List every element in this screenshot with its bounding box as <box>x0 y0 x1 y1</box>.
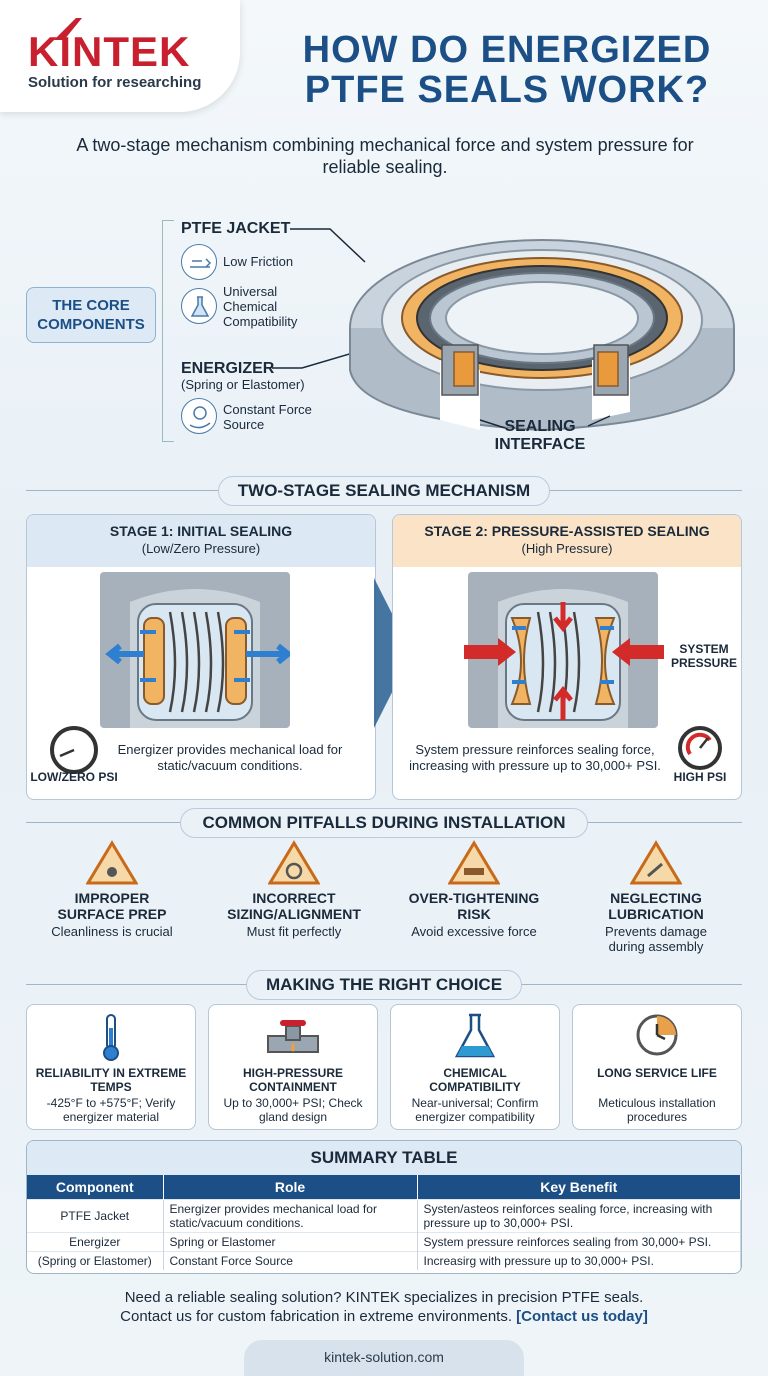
table-cell: Increasirg with pressure up to 30,000+ P… <box>417 1250 741 1270</box>
brand-logo: KINTEK <box>28 28 191 75</box>
page-title: HOW DO ENERGIZED PTFE SEALS WORK? <box>302 29 712 111</box>
table-cell: Energizer provides mechanical load for s… <box>163 1198 418 1232</box>
pitfalls-heading: COMMON PITFALLS DURING INSTALLATION <box>180 808 588 838</box>
clock-icon <box>636 1014 678 1056</box>
footer-line2: Contact us for custom fabrication in ext… <box>120 1308 512 1325</box>
choice-heading: MAKING THE RIGHT CHOICE <box>246 970 522 1000</box>
warning-surface-icon <box>86 840 138 885</box>
high-pressure-gauge-icon <box>678 726 722 770</box>
table-cell: (Spring or Elastomer) <box>27 1250 164 1270</box>
low-pressure-gauge-icon <box>50 726 98 774</box>
summary-table: SUMMARY TABLE Component Role Key Benefit… <box>26 1140 742 1274</box>
pitfall-title: NEGLECTING LUBRICATION <box>608 890 704 922</box>
table-cell: Spring or Elastomer <box>163 1231 418 1251</box>
table-row: (Spring or Elastomer) Constant Force Sou… <box>27 1250 741 1270</box>
pitfall-sub: Cleanliness is crucial <box>51 924 173 939</box>
chemical-compatibility-label: Universal Chemical Compatibility <box>223 284 298 329</box>
footer-text: Need a reliable sealing solution? KINTEK… <box>40 1288 728 1326</box>
stage1-caption: Energizer provides mechanical load for s… <box>117 742 343 773</box>
summary-grid: Component Role Key Benefit PTFE Jacket E… <box>27 1175 741 1270</box>
pitfall-title: IMPROPER SURFACE PREP <box>57 890 167 922</box>
energizer-sub-label: (Spring or Elastomer) <box>181 377 305 392</box>
pitfall-sub: Must fit perfectly <box>246 924 342 939</box>
sealing-interface-label: SEALING INTERFACE <box>494 418 586 453</box>
table-cell: System pressure reinforces sealing from … <box>417 1231 741 1251</box>
thermometer-icon <box>103 1014 119 1061</box>
stage2-title: STAGE 2: PRESSURE-ASSISTED SEALING <box>424 523 710 539</box>
flask-icon <box>181 288 217 324</box>
table-header-row: Component Role Key Benefit <box>27 1175 741 1199</box>
choice-card-sub: -425°F to +575°F; Verify energizer mater… <box>46 1096 176 1124</box>
system-pressure-label: SYSTEM PRESSURE <box>670 642 738 670</box>
valve-icon <box>267 1020 319 1053</box>
stage2-header: STAGE 2: PRESSURE-ASSISTED SEALING (High… <box>393 515 741 567</box>
choice-card-title: LONG SERVICE LIFE <box>597 1066 717 1080</box>
choice-card-title: CHEMICAL COMPATIBILITY <box>429 1066 521 1094</box>
low-friction-icon <box>181 244 217 280</box>
low-friction-label: Low Friction <box>223 254 294 269</box>
energizer-label: ENERGIZER <box>181 360 275 377</box>
summary-table-title: SUMMARY TABLE <box>27 1141 741 1175</box>
logo-swoosh-icon <box>54 18 82 40</box>
choice-card-title: HIGH-PRESSURE CONTAINMENT <box>242 1066 343 1094</box>
seal-ring-illustration <box>349 239 735 432</box>
stage1-subtitle: (Low/Zero Pressure) <box>141 541 261 556</box>
stage2-diagram <box>464 572 664 728</box>
warning-sizing-icon <box>268 840 320 885</box>
stage1-title: STAGE 1: INITIAL SEALING <box>109 523 293 539</box>
choice-card-sub: Meticulous installation procedures <box>598 1096 716 1124</box>
table-cell: PTFE Jacket <box>27 1198 164 1232</box>
choice-card-sub: Near-universal; Confirm energizer compat… <box>411 1096 539 1124</box>
ptfe-jacket-label: PTFE JACKET <box>181 220 291 237</box>
high-psi-label: HIGH PSI <box>673 770 727 784</box>
stage1-header: STAGE 1: INITIAL SEALING (Low/Zero Press… <box>27 515 375 567</box>
table-col-header: Key Benefit <box>417 1175 741 1199</box>
mechanism-heading: TWO-STAGE SEALING MECHANISM <box>218 476 550 506</box>
footer-line1: Need a reliable sealing solution? KINTEK… <box>124 1289 644 1306</box>
table-col-header: Role <box>163 1175 418 1199</box>
lab-flask-icon <box>454 1013 496 1058</box>
stage1-diagram <box>100 572 290 728</box>
pitfall-title: INCORRECT SIZING/ALIGNMENT <box>227 890 361 922</box>
jacket-leader-line <box>290 228 366 263</box>
core-components-heading: THE CORE COMPONENTS <box>26 287 156 343</box>
table-row: Energizer Spring or Elastomer System pre… <box>27 1231 741 1251</box>
table-col-header: Component <box>27 1175 164 1199</box>
components-bracket <box>162 220 174 442</box>
low-psi-label: LOW/ZERO PSI <box>30 770 118 784</box>
pitfall-title: OVER-TIGHTENING RISK <box>408 890 540 922</box>
warning-lubrication-icon <box>630 840 682 885</box>
page-subtitle: A two-stage mechanism combining mechanic… <box>76 135 694 177</box>
website-url[interactable]: kintek-solution.com <box>244 1340 524 1376</box>
stage2-subtitle: (High Pressure) <box>521 541 613 556</box>
warning-overtightening-icon <box>448 840 500 885</box>
choice-card-sub: Up to 30,000+ PSI; Check gland design <box>223 1096 363 1124</box>
table-row: PTFE Jacket Energizer provides mechanica… <box>27 1198 741 1232</box>
constant-force-icon <box>181 398 217 434</box>
table-cell: Constant Force Source <box>163 1250 418 1270</box>
brand-tagline: Solution for researching <box>28 74 202 91</box>
choice-card-title: RELIABILITY IN EXTREME TEMPS <box>35 1066 187 1094</box>
table-cell: Energizer <box>27 1231 164 1251</box>
table-cell: Systen/asteos reinforces sealing force, … <box>417 1198 741 1232</box>
pitfall-sub: Prevents damage during assembly <box>605 924 707 954</box>
contact-us-link[interactable]: [Contact us today] <box>516 1308 648 1325</box>
constant-force-label: Constant Force Source <box>223 402 312 432</box>
logo-card <box>0 0 240 112</box>
pitfall-sub: Avoid excessive force <box>411 924 537 939</box>
stage2-caption: System pressure reinforces sealing force… <box>409 742 661 773</box>
